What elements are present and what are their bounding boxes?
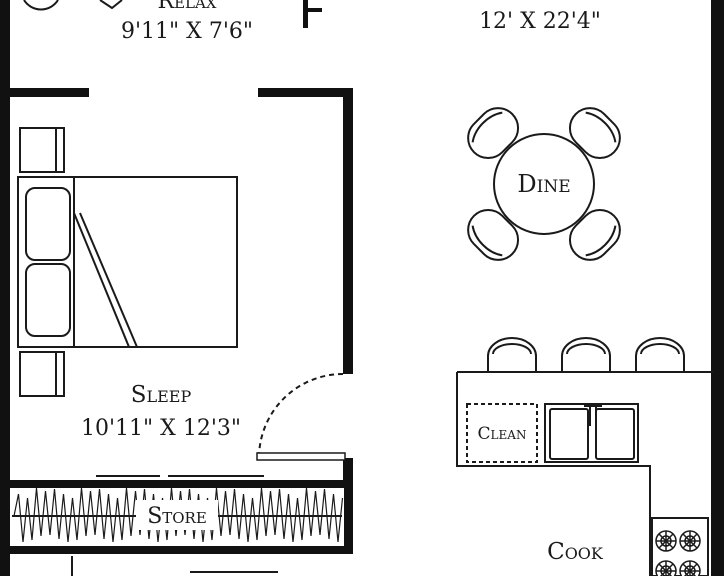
store-label-bg [136, 500, 218, 530]
relax-furniture-outline [99, 0, 123, 10]
dishwasher [466, 403, 538, 463]
relax-chair-outline [23, 0, 59, 11]
sink-basin-left [549, 408, 589, 460]
bedroom-walls [10, 88, 353, 554]
burner-icon [655, 530, 677, 552]
cook-label: Cook [547, 539, 604, 565]
pillow-bottom [25, 263, 71, 337]
kitchen-counter [456, 371, 713, 576]
relax-room-size: 9'11" X 7'6" [121, 19, 253, 44]
burner-icon [655, 560, 677, 576]
clean-label: Clean [478, 424, 527, 444]
dining-set [467, 107, 621, 261]
pillow-top [25, 187, 71, 261]
dine-label: Dine [517, 170, 570, 198]
top-fragments [23, 0, 123, 11]
living-room-size: 12' X 22'4" [479, 9, 601, 34]
partition-wall-stub [308, 8, 322, 12]
bar-stool [561, 337, 611, 372]
bar-stool [487, 337, 537, 372]
counter-edge [456, 372, 651, 576]
stove-burners [655, 530, 701, 576]
dining-chair [467, 107, 520, 160]
door-leaf [256, 452, 346, 461]
bar-stool [635, 337, 685, 372]
burner-icon [679, 560, 701, 576]
store-label: Store [147, 504, 207, 529]
dining-chair [568, 107, 621, 160]
bed-group [17, 127, 238, 397]
nightstand-bottom [19, 351, 65, 397]
bedroom-interior-lines [71, 475, 278, 576]
door-swing-arc [258, 373, 344, 459]
dining-table [493, 133, 595, 235]
kitchen-wall [711, 460, 724, 576]
sink [544, 403, 639, 463]
dining-chair [467, 208, 520, 261]
bedroom-door [256, 373, 346, 461]
bar-stools [487, 337, 685, 372]
partition-wall [303, 0, 308, 28]
sleep-room-name: Sleep [131, 382, 192, 408]
burner-icon [679, 530, 701, 552]
sleep-room-size: 10'11" X 12'3" [81, 416, 241, 441]
nightstand-top [19, 127, 65, 173]
sink-basin-right [595, 408, 635, 460]
dining-chair [568, 208, 621, 261]
relax-room-name: Relax [158, 0, 217, 14]
